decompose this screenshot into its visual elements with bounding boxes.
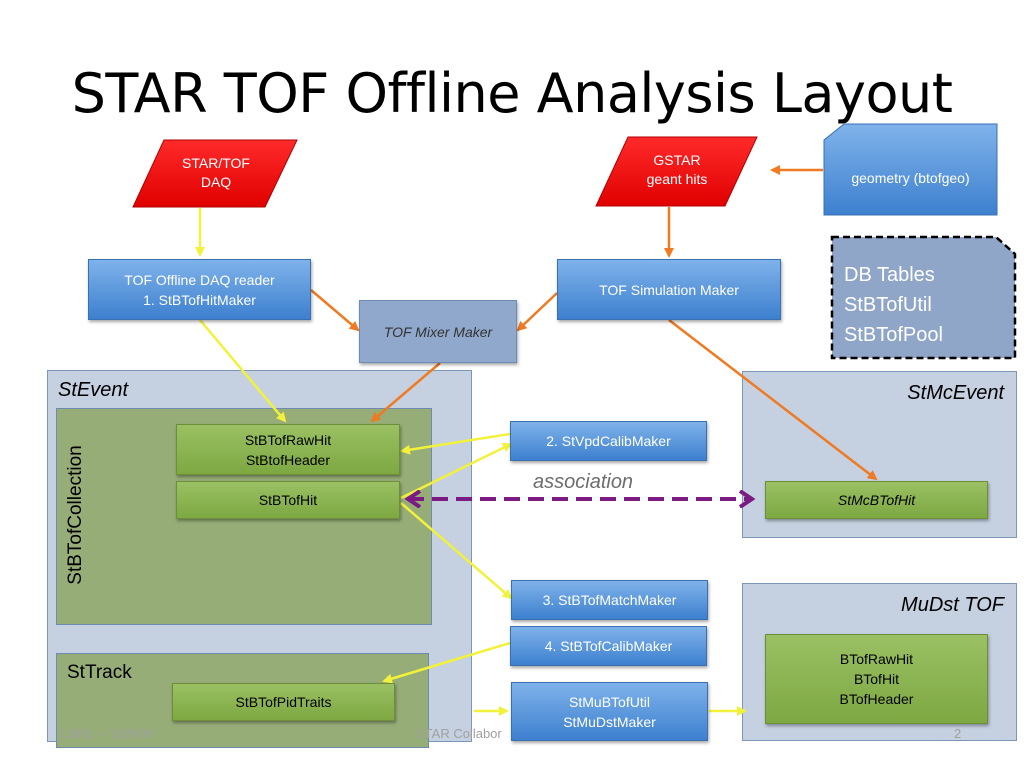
footer-collaboration: STAR Collabor xyxy=(416,726,502,741)
gstar-input-shape xyxy=(595,136,758,207)
arrow-reader-to-rawhit xyxy=(199,319,287,423)
arrow-simulation-to-mixer xyxy=(516,292,558,332)
arrow-reader-to-mixer xyxy=(310,289,360,332)
gstar-input-label: GSTAR geant hits xyxy=(646,152,708,187)
tof-mixer-maker: TOF Mixer Maker xyxy=(359,300,517,363)
arrow-hit-to-match xyxy=(400,502,513,600)
tof-simulation-maker: TOF Simulation Maker xyxy=(557,259,781,320)
mudst-tof-label: MuDst TOF xyxy=(901,594,1004,616)
vpd-calib-maker: 2. StVpdCalibMaker xyxy=(510,421,707,461)
tof-daq-reader-maker: TOF Offline DAQ reader 1. StBTofHitMaker xyxy=(88,259,311,320)
arrow-mixer-to-rawhit xyxy=(370,362,441,423)
mudst-maker: StMuBTofUtil StMuDstMaker xyxy=(511,682,708,741)
btof-hit-object: StBTofHit xyxy=(176,481,400,519)
btof-calib-maker: 4. StBTofCalibMaker xyxy=(510,626,707,666)
btof-rawhit-object: StBTofRawHit StBtofHeader xyxy=(176,424,400,475)
db-tables-label: DB Tables StBTofUtil StBTofPool xyxy=(844,264,943,346)
geometry-shape xyxy=(823,123,998,216)
mc-btof-hit-object: StMcBTofHit xyxy=(765,481,988,519)
btof-match-maker: 3. StBTofMatchMaker xyxy=(511,580,708,620)
btof-pidtraits-object: StBTofPidTraits xyxy=(172,683,395,721)
mudst-tof-objects: BTofRawHit BTofHit BTofHeader xyxy=(765,634,988,724)
sttrack-label: StTrack xyxy=(67,662,132,683)
page-number: 2 xyxy=(954,726,962,741)
daq-input-label: STAR/TOF DAQ xyxy=(182,155,250,190)
geometry-label: geometry (btofgeo) xyxy=(851,170,970,186)
slide-title: STAR TOF Offline Analysis Layout xyxy=(71,62,953,125)
stmcevent-label: StMcEvent xyxy=(907,382,1004,404)
db-tables-shape xyxy=(830,235,1017,360)
arrow-simulation-to-mchit xyxy=(668,319,878,481)
stevent-label: StEvent xyxy=(58,379,129,401)
footer-date: LBNL -- 10/9/09 xyxy=(62,726,154,741)
association-label: association xyxy=(533,471,634,493)
arrow-calib-to-pidtraits xyxy=(382,641,511,684)
arrow-vpd-to-rawhit xyxy=(400,432,511,455)
daq-input-shape xyxy=(132,139,298,208)
arrow-hit-to-vpd xyxy=(400,442,513,500)
